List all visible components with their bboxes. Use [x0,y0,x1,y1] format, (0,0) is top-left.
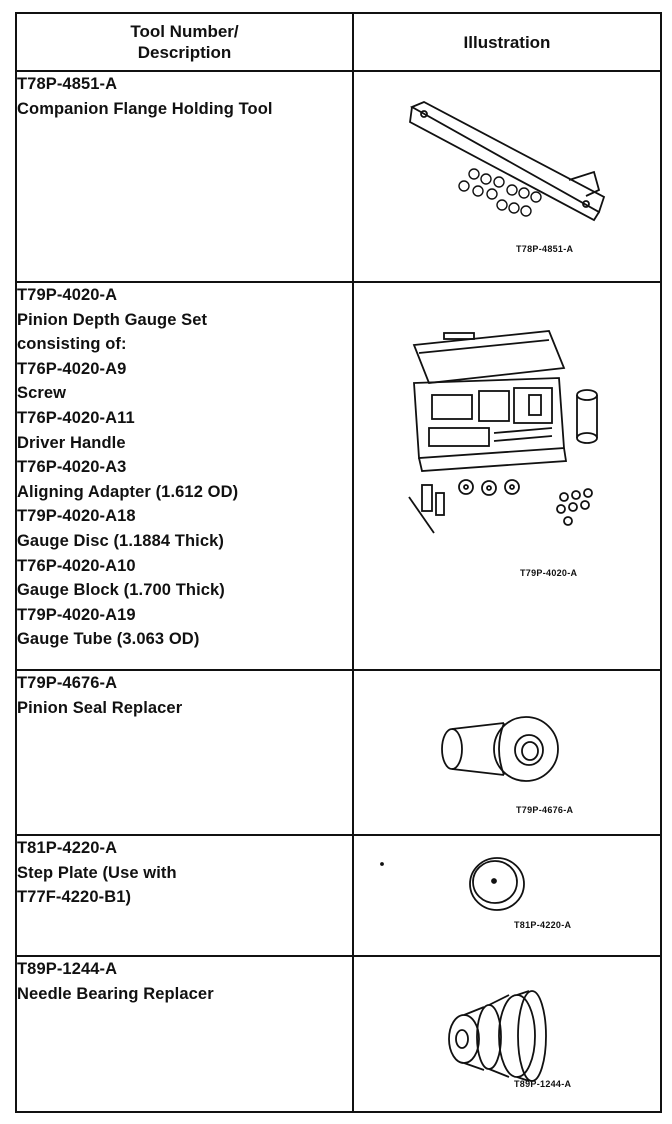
tool-description-line: consisting of: [17,335,127,354]
tool-illustration: T79P-4676-A [352,669,662,836]
tool-description-line: Pinion Depth Gauge Set [17,310,208,329]
header-col1-line1: Tool Number/ [130,22,239,41]
tool-description-line: Companion Flange Holding Tool [17,99,273,118]
tool-illustration: T79P-4020-A [352,281,662,671]
bearing-replacer-icon [448,990,547,1082]
illustration-caption: T81P-4220-A [514,920,572,930]
tool-number: T78P-4851-A [17,75,118,93]
tool-description-line: Gauge Block (1.700 Thick) [17,581,225,600]
tool-description-line: T76P-4020-A9 [17,359,127,378]
tool-description-line: T76P-4020-A10 [17,556,136,575]
tool-description-line: T77F-4220-B1) [17,888,132,907]
table-row: T81P-4220-A Step Plate (Use with T77F-42… [15,834,662,957]
table-row: T79P-4676-A Pinion Seal Replacer T79P-46… [15,669,662,836]
tool-illustration: T81P-4220-A [352,834,662,957]
tool-description-line: Gauge Tube (3.063 OD) [17,630,200,649]
tool-illustration: T78P-4851-A [352,70,662,283]
table-row: T89P-1244-A Needle Bearing Replacer T89P… [15,955,662,1113]
tool-description: T81P-4220-A Step Plate (Use with T77F-42… [15,834,354,957]
tool-description-line: Driver Handle [17,433,126,452]
header-col2: Illustration [463,32,551,52]
illustration-caption: T79P-4020-A [520,568,578,578]
tool-description-line: Needle Bearing Replacer [17,984,214,1003]
header-row: Tool Number/ Description Illustration [15,12,662,72]
table-row: T79P-4020-A Pinion Depth Gauge Set consi… [15,281,662,671]
illustration-caption: T89P-1244-A [514,1079,572,1089]
illustration-caption: T78P-4851-A [516,244,574,254]
tool-description-line: Pinion Seal Replacer [17,698,183,717]
tool-description-line: T76P-4020-A3 [17,458,127,477]
tool-number: T79P-4676-A [17,674,118,692]
header-col1-line2: Description [137,43,232,62]
tool-description: T89P-1244-A Needle Bearing Replacer [15,955,354,1113]
tool-description: T78P-4851-A Companion Flange Holding Too… [15,70,354,283]
tool-description-line: T76P-4020-A11 [17,408,135,427]
illustration-caption: T79P-4676-A [516,805,574,815]
tool-description-line: Aligning Adapter (1.612 OD) [17,482,239,501]
header-tool-number: Tool Number/ Description [15,12,354,72]
tool-description: T79P-4020-A Pinion Depth Gauge Set consi… [15,281,354,671]
tool-description-line: Gauge Disc (1.1884 Thick) [17,531,225,550]
tool-description-line: Step Plate (Use with [17,863,177,882]
tool-number: T89P-1244-A [17,960,118,978]
tool-description: T79P-4676-A Pinion Seal Replacer [15,669,354,836]
gauge-set-case-icon [408,330,598,534]
flange-holding-tool-icon [409,101,606,222]
tool-description-line: T79P-4020-A18 [17,507,136,526]
seal-replacer-icon [441,716,559,782]
header-illustration: Illustration [352,12,662,72]
tool-description-line: T79P-4020-A19 [17,605,136,624]
tool-description-line: Screw [17,384,67,403]
step-plate-icon [380,857,525,911]
table-row: T78P-4851-A Companion Flange Holding Too… [15,70,662,283]
tool-illustration: T89P-1244-A [352,955,662,1113]
tool-number: T81P-4220-A [17,839,118,857]
tool-number: T79P-4020-A [17,286,118,304]
tools-table: Tool Number/ Description Illustration T7… [15,12,662,1113]
